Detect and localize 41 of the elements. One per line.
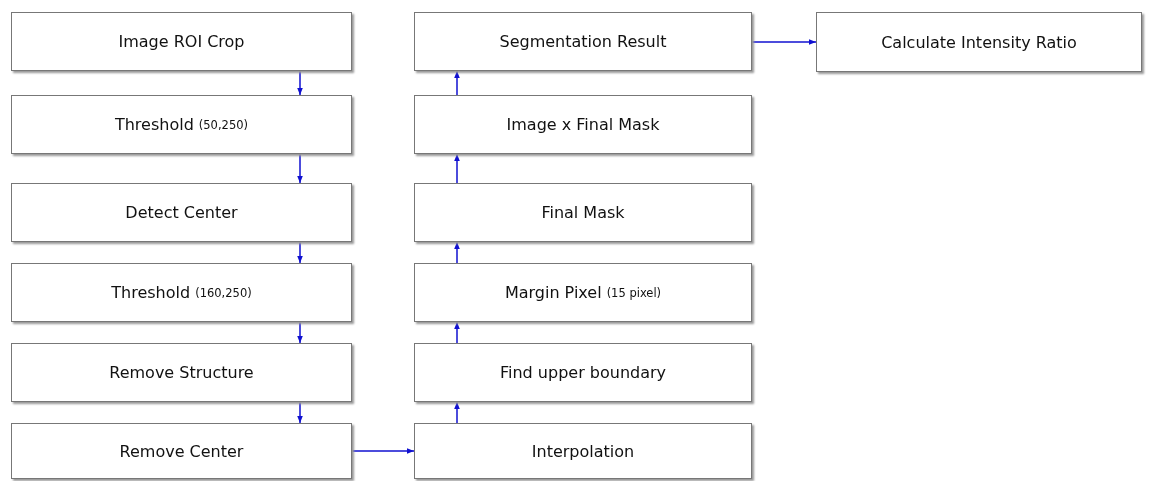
step-label: Margin Pixel bbox=[504, 283, 602, 302]
parameter-note: (50,250) bbox=[198, 117, 249, 132]
arrow bbox=[454, 321, 460, 344]
step-label: Final Mask bbox=[541, 203, 625, 222]
arrow bbox=[297, 241, 303, 264]
step-label: Image x Final Mask bbox=[506, 115, 660, 134]
arrow bbox=[297, 70, 303, 96]
step-label: Find upper boundary bbox=[499, 363, 667, 382]
process-box bbox=[414, 12, 752, 71]
arrow bbox=[454, 153, 460, 184]
arrow bbox=[751, 39, 817, 45]
parameter-note: (160,250) bbox=[195, 285, 252, 300]
arrow bbox=[297, 401, 303, 424]
process-box bbox=[11, 423, 352, 479]
step-label: Segmentation Result bbox=[499, 32, 667, 51]
process-box bbox=[11, 183, 352, 242]
arrow bbox=[351, 448, 415, 454]
step-label: Remove Structure bbox=[109, 363, 254, 382]
process-box bbox=[414, 343, 752, 402]
step-label: Detect Center bbox=[125, 203, 238, 222]
parameter-note: (15 pixel) bbox=[606, 285, 662, 300]
process-box bbox=[414, 423, 752, 479]
arrow bbox=[454, 401, 460, 424]
process-box bbox=[11, 95, 352, 154]
step-label: Image ROI Crop bbox=[118, 32, 245, 51]
arrow bbox=[297, 321, 303, 344]
process-box bbox=[816, 12, 1142, 72]
process-box bbox=[414, 183, 752, 242]
step-label: Threshold bbox=[114, 115, 194, 134]
process-box bbox=[11, 343, 352, 402]
step-label: Interpolation bbox=[531, 441, 635, 461]
arrow bbox=[454, 70, 460, 96]
step-label: Calculate Intensity Ratio bbox=[881, 32, 1077, 52]
arrow bbox=[297, 153, 303, 184]
process-box bbox=[11, 12, 352, 71]
arrow bbox=[454, 241, 460, 264]
process-box bbox=[414, 95, 752, 154]
step-label: Threshold bbox=[111, 283, 191, 302]
step-label: Remove Center bbox=[119, 441, 244, 461]
process-box bbox=[11, 263, 352, 322]
process-box bbox=[414, 263, 752, 322]
